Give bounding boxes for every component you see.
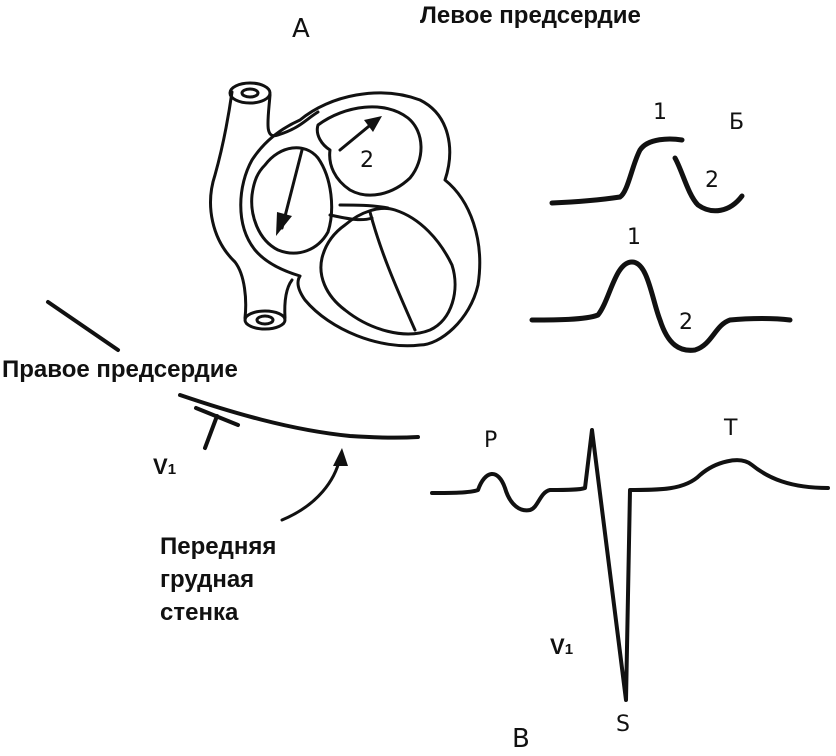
ecg-p-wave-label: P	[484, 428, 498, 453]
aorta-top-opening	[228, 81, 272, 105]
vena-cava-bottom-opening	[243, 309, 287, 331]
heart-outline	[239, 91, 482, 348]
left-atrium-arrow	[338, 120, 376, 152]
heart-illustration	[209, 81, 482, 348]
panel-label-v: В	[512, 724, 530, 754]
ventricle-chamber	[319, 206, 457, 336]
v1-electrode	[194, 406, 240, 450]
wave-b1	[549, 136, 685, 206]
left-atrium-arrowhead	[364, 116, 382, 132]
chest-wall-label-line1: Передняя	[160, 533, 277, 560]
panel-label-b: Б	[729, 110, 745, 135]
wave-b2	[529, 259, 793, 353]
aorta-vessel	[209, 90, 320, 320]
chest-wall-label-line2: грудная	[160, 566, 255, 593]
chest-wall-label: Передняя грудная стенка	[160, 530, 276, 629]
lead-v1-lower-letter: V	[550, 634, 565, 659]
ecg-s-wave-label: S	[616, 712, 630, 737]
septum-line	[368, 210, 417, 332]
heart-arrow-number: 2	[360, 148, 374, 173]
lead-v1-upper-label: V1	[153, 454, 176, 480]
chest-wall-upper-line	[46, 300, 120, 352]
wave-b2-peak2-label: 2	[679, 310, 693, 335]
left-atrium-label: Левое предсердие	[420, 2, 641, 29]
right-atrium-arrowhead	[276, 212, 292, 236]
ecg-t-wave-label: T	[724, 416, 738, 441]
wave-b1-peak2-label: 2	[705, 168, 719, 193]
lead-v1-lower-label: V1	[550, 634, 573, 660]
chest-wall-lower-line	[178, 393, 420, 440]
wave-b1-second	[672, 155, 745, 214]
left-atrium-chamber	[315, 105, 423, 197]
chest-wall-pointer-arrow	[280, 456, 342, 522]
right-atrium-chamber	[250, 146, 334, 255]
panel-label-a: А	[292, 14, 310, 44]
ecg-v1-trace	[430, 428, 830, 702]
lead-v1-upper-subscript: 1	[167, 461, 177, 478]
wave-b1-peak1-label: 1	[653, 100, 667, 125]
lead-v1-upper-letter: V	[153, 454, 168, 479]
chest-wall-label-line3: стенка	[160, 599, 239, 626]
chest-wall-pointer-arrowhead	[333, 448, 348, 466]
wave-b2-peak1-label: 1	[627, 225, 641, 250]
right-atrium-label: Правое предсердие	[2, 356, 238, 383]
lead-v1-lower-subscript: 1	[564, 641, 574, 658]
